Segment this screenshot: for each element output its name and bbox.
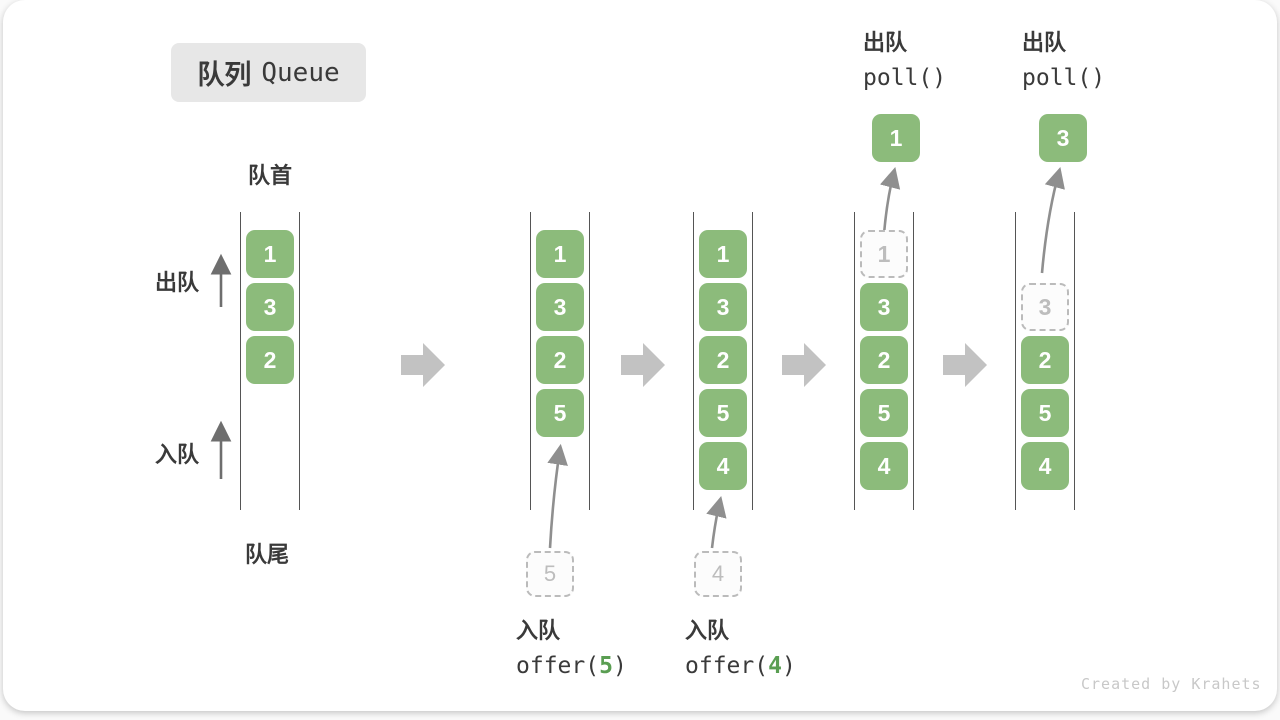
enqueue5-value-box: 5 [526,551,574,597]
queue-element: 1 [699,230,747,278]
queue-element: 3 [699,283,747,331]
queue-element: 2 [536,336,584,384]
queue-element: 4 [860,442,908,490]
queue-element-removed: 3 [1021,283,1069,331]
title-badge: 队列 Queue [171,43,366,102]
watermark: Created by Krahets [1081,675,1262,693]
queue-element-removed: 1 [860,230,908,278]
queue-state-5: 3 2 5 4 [1015,212,1075,510]
queue-element: 5 [536,389,584,437]
diagram-card: 队列 Queue 队首 队尾 出队 入队 [3,0,1277,711]
arrows-overlay [210,166,1065,549]
queue-state-1: 1 3 2 [240,212,300,510]
code-arg: 4 [768,653,782,679]
enqueue4-operation: 入队 offer(4) [685,620,796,678]
queue-element: 3 [536,283,584,331]
queue-element: 4 [1021,442,1069,490]
title-en: Queue [261,57,340,88]
queue-element: 5 [860,389,908,437]
queue-element: 5 [699,389,747,437]
enqueue4-code: offer(4) [685,655,796,678]
poll2-label: 出队 [1022,30,1067,55]
queue-element: 4 [699,442,747,490]
poll1-label: 出队 [863,30,908,55]
poll2-code: poll() [1022,65,1106,91]
poll1-code: poll() [863,65,947,91]
code-suffix: ) [781,653,796,679]
code-arg: 5 [599,653,613,679]
enqueue5-operation: 入队 offer(5) [516,620,627,678]
queue-state-4: 1 3 2 5 4 [854,212,914,510]
step-arrow-2 [621,343,665,387]
queue-element: 2 [699,336,747,384]
step-arrow-1 [401,343,445,387]
code-prefix: offer( [685,653,769,679]
label-dequeue-side: 出队 [155,270,200,295]
enqueue4-label: 入队 [685,618,730,643]
queue-element: 3 [246,283,294,331]
label-queue-front: 队首 [248,163,293,188]
queue-element: 2 [246,336,294,384]
step-arrow-4 [943,343,987,387]
queue-element: 1 [536,230,584,278]
queue-element: 3 [860,283,908,331]
queue-state-3: 1 3 2 5 4 [693,212,753,510]
code-suffix: ) [612,653,627,679]
enqueue4-value-box: 4 [694,551,742,597]
enqueue5-label: 入队 [516,618,561,643]
poll2-operation: 出队 poll() [1022,32,1105,90]
label-enqueue-side: 入队 [155,442,200,467]
code-prefix: offer( [516,653,600,679]
queue-element: 1 [246,230,294,278]
label-queue-rear: 队尾 [245,542,290,567]
queue-element: 5 [1021,389,1069,437]
poll1-value-box: 1 [872,114,920,162]
title-zh: 队列 [197,60,252,90]
queue-element: 2 [860,336,908,384]
step-arrow-3 [782,343,826,387]
poll1-operation: 出队 poll() [863,32,946,90]
poll2-value-box: 3 [1039,114,1087,162]
enqueue5-code: offer(5) [516,655,627,678]
queue-element: 2 [1021,336,1069,384]
queue-state-2: 1 3 2 5 [530,212,590,510]
